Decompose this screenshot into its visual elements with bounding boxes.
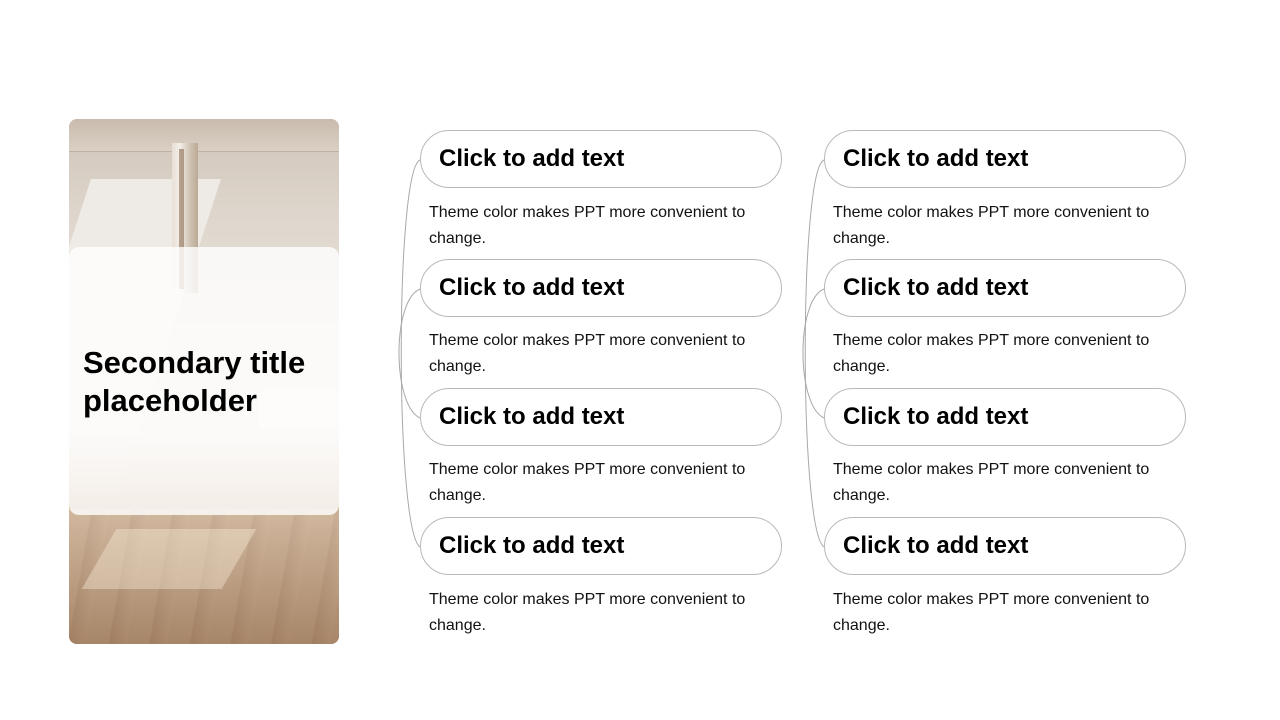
description-text[interactable]: Theme color makes PPT more convenient to… xyxy=(833,461,1150,504)
description-text[interactable]: Theme color makes PPT more convenient to… xyxy=(429,461,746,504)
heading-text[interactable]: Click to add text xyxy=(439,274,625,301)
description-text[interactable]: Theme color makes PPT more convenient to… xyxy=(429,204,746,247)
heading-pill[interactable]: Click to add text xyxy=(420,517,782,575)
photo-pillar-shadow xyxy=(179,149,184,289)
heading-text[interactable]: Click to add text xyxy=(439,403,625,430)
description-text[interactable]: Theme color makes PPT more convenient to… xyxy=(833,204,1150,247)
photo-ceiling xyxy=(69,119,339,152)
heading-text[interactable]: Click to add text xyxy=(843,403,1029,430)
description-text[interactable]: Theme color makes PPT more convenient to… xyxy=(833,332,1150,375)
heading-pill[interactable]: Click to add text xyxy=(420,388,782,446)
connector-left-outer xyxy=(400,159,421,548)
connector-right-inner xyxy=(802,288,825,419)
photo-floor-shade xyxy=(69,509,339,644)
heading-pill[interactable]: Click to add text xyxy=(824,259,1186,317)
connector-right-outer xyxy=(804,159,825,548)
heading-text[interactable]: Click to add text xyxy=(843,274,1029,301)
description-text[interactable]: Theme color makes PPT more convenient to… xyxy=(429,591,746,634)
heading-pill[interactable]: Click to add text xyxy=(420,259,782,317)
description-text[interactable]: Theme color makes PPT more convenient to… xyxy=(833,591,1150,634)
heading-text[interactable]: Click to add text xyxy=(843,145,1029,172)
heading-pill[interactable]: Click to add text xyxy=(824,517,1186,575)
heading-pill[interactable]: Click to add text xyxy=(420,130,782,188)
heading-text[interactable]: Click to add text xyxy=(843,532,1029,559)
secondary-title[interactable]: Secondary title placeholder xyxy=(83,345,306,418)
heading-text[interactable]: Click to add text xyxy=(439,145,625,172)
heading-text[interactable]: Click to add text xyxy=(439,532,625,559)
description-text[interactable]: Theme color makes PPT more convenient to… xyxy=(429,332,746,375)
photo-floor xyxy=(69,509,339,644)
title-card xyxy=(69,247,339,515)
heading-pill[interactable]: Click to add text xyxy=(824,130,1186,188)
heading-pill[interactable]: Click to add text xyxy=(824,388,1186,446)
connector-left-inner xyxy=(398,288,421,419)
